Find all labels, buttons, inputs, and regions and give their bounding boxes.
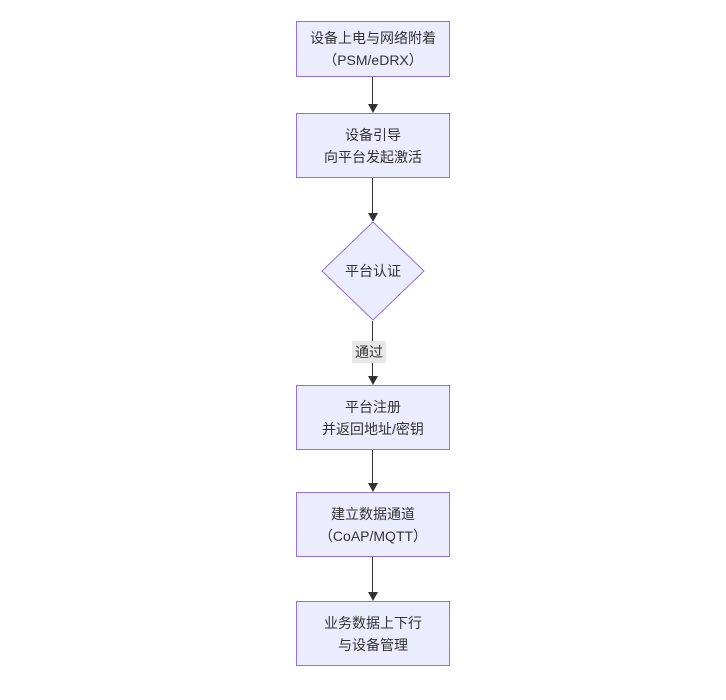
edge-line-5	[372, 557, 373, 593]
edge-line-4	[372, 450, 373, 484]
flow-node-power-attach: 设备上电与网络附着 （PSM/eDRX）	[296, 21, 450, 77]
node-text-line: 设备引导	[345, 126, 401, 143]
node-text-line: 设备上电与网络附着	[310, 30, 436, 46]
diamond-shape	[321, 221, 425, 321]
flow-node-data-channel: 建立数据通道 （CoAP/MQTT）	[296, 492, 450, 557]
node-text-line: （CoAP/MQTT）	[318, 527, 428, 544]
flow-node-platform-auth: 平台认证	[321, 221, 425, 321]
arrowhead-icon-2	[368, 213, 378, 222]
arrowhead-icon-5	[368, 592, 378, 601]
flow-node-platform-register: 平台注册 并返回地址/密钥	[296, 385, 450, 450]
node-text-line: 并返回地址/密钥	[322, 420, 424, 437]
edge-label-pass: 通过	[352, 341, 386, 363]
node-text-line: 建立数据通道	[331, 505, 415, 522]
node-text-line: （PSM/eDRX）	[323, 52, 423, 68]
node-text-line: 业务数据上下行	[324, 614, 422, 631]
node-text-line: 与设备管理	[338, 636, 408, 653]
node-text-line: 平台认证	[345, 263, 401, 279]
edge-line-2	[372, 178, 373, 214]
arrowhead-icon-1	[368, 104, 378, 113]
node-text-line: 向平台发起激活	[324, 148, 422, 165]
flow-node-bootstrap: 设备引导 向平台发起激活	[296, 113, 450, 178]
arrowhead-icon-4	[368, 483, 378, 492]
node-text-line: 平台注册	[345, 398, 401, 415]
arrowhead-icon-3	[368, 376, 378, 385]
edge-line-1	[372, 77, 373, 105]
flow-node-business-data: 业务数据上下行 与设备管理	[296, 601, 450, 666]
